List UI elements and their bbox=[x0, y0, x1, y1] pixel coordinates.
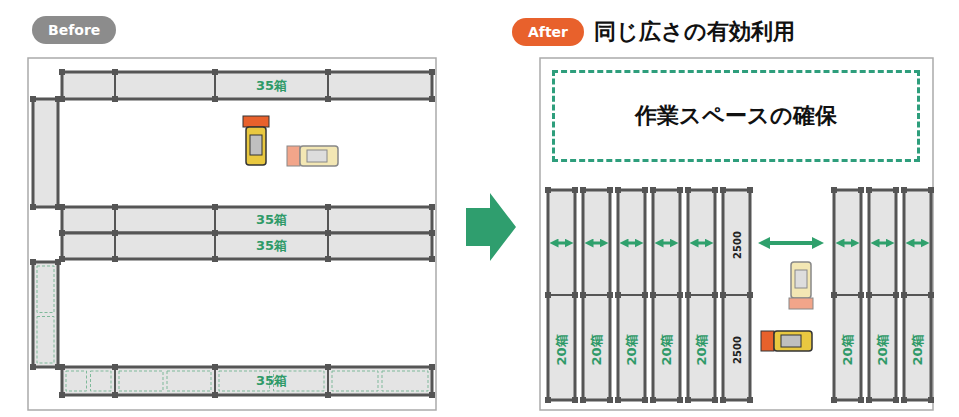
before-badge: Before bbox=[32, 16, 116, 44]
rack-column: 20箱 bbox=[548, 295, 575, 400]
forklift bbox=[789, 262, 813, 309]
rack-column: 20箱 bbox=[583, 295, 610, 400]
rack-column: 20箱 bbox=[653, 295, 680, 400]
capacity-label: 35箱 bbox=[256, 77, 287, 95]
rack-column: 20箱 bbox=[904, 295, 931, 400]
area-label: 作業スペースの確保 bbox=[635, 101, 837, 131]
capacity-label: 20箱 bbox=[658, 334, 676, 365]
forklift bbox=[243, 116, 269, 165]
after-badge: After bbox=[512, 18, 584, 46]
capacity-label: 20箱 bbox=[839, 334, 857, 365]
capacity-label: 20箱 bbox=[909, 334, 927, 365]
heading: 同じ広さの有効利用 bbox=[594, 17, 795, 47]
transition-arrow bbox=[466, 193, 516, 261]
forklift bbox=[761, 331, 812, 351]
rack-label-box: 35箱 bbox=[215, 72, 328, 99]
badge-label: Before bbox=[48, 22, 100, 38]
capacity-label: 35箱 bbox=[256, 211, 287, 229]
capacity-label: 35箱 bbox=[256, 237, 287, 255]
rack-column: 20箱 bbox=[618, 295, 645, 400]
rack-column: 2500 2500 bbox=[723, 190, 750, 400]
capacity-label: 35箱 bbox=[256, 372, 287, 390]
dimension-label: 2500 bbox=[731, 231, 742, 259]
capacity-label: 20箱 bbox=[553, 334, 571, 365]
rack-column: 20箱 bbox=[869, 295, 896, 400]
rack-label-box: 35箱 bbox=[215, 367, 328, 395]
capacity-label: 20箱 bbox=[588, 334, 606, 365]
before-frame bbox=[28, 58, 436, 410]
rack-label-box: 35箱 bbox=[215, 207, 328, 233]
racks bbox=[30, 69, 934, 403]
badge-label: After bbox=[528, 24, 568, 40]
work-space-area: 作業スペースの確保 bbox=[552, 70, 920, 162]
dimension-label: 2500 bbox=[731, 336, 742, 364]
capacity-label: 20箱 bbox=[874, 334, 892, 365]
after-frame bbox=[540, 58, 933, 410]
rack-column: 20箱 bbox=[834, 295, 861, 400]
rack-column: 20箱 bbox=[688, 295, 715, 400]
rack-label-box: 35箱 bbox=[215, 233, 328, 259]
forklift bbox=[287, 146, 338, 166]
capacity-label: 20箱 bbox=[693, 334, 711, 365]
capacity-label: 20箱 bbox=[623, 334, 641, 365]
